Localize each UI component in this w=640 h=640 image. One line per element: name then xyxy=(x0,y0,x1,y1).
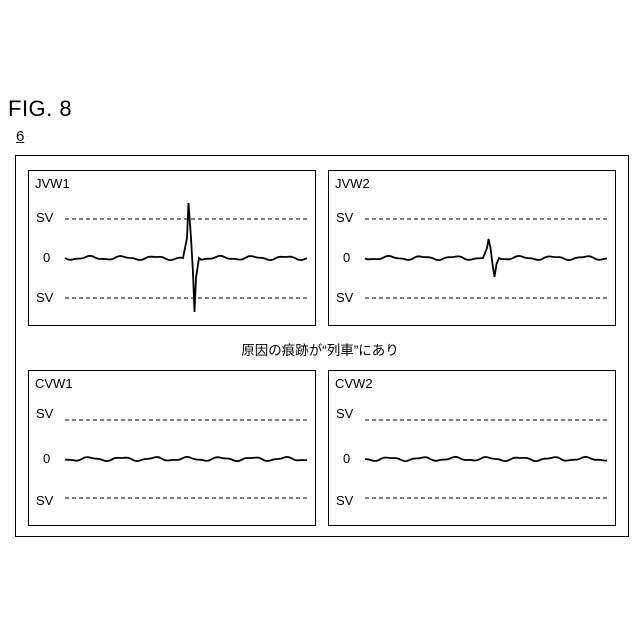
upper-threshold-label: SV xyxy=(336,210,353,225)
waveform-plot-jvw2 xyxy=(329,171,617,327)
lower-threshold-label: SV xyxy=(36,493,53,508)
panel-cvw2: CVW2 SV 0 SV xyxy=(328,370,616,526)
lower-threshold-label: SV xyxy=(36,290,53,305)
lower-threshold-label: SV xyxy=(336,493,353,508)
panel-label: JVW1 xyxy=(35,176,70,191)
lower-threshold-label: SV xyxy=(336,290,353,305)
reference-numeral: 6 xyxy=(16,128,24,145)
zero-label: 0 xyxy=(343,250,350,265)
zero-label: 0 xyxy=(43,250,50,265)
waveform-trace xyxy=(365,239,607,277)
waveform-trace xyxy=(365,457,607,461)
panel-jvw2: JVW2 SV 0 SV xyxy=(328,170,616,326)
waveform-plot-cvw1 xyxy=(29,371,317,527)
upper-threshold-label: SV xyxy=(36,210,53,225)
panel-label: JVW2 xyxy=(335,176,370,191)
panel-jvw1: JVW1 SV 0 SV xyxy=(28,170,316,326)
upper-threshold-label: SV xyxy=(36,406,53,421)
zero-label: 0 xyxy=(43,451,50,466)
upper-threshold-label: SV xyxy=(336,406,353,421)
waveform-plot-cvw2 xyxy=(329,371,617,527)
panel-label: CVW2 xyxy=(335,376,373,391)
waveform-plot-jvw1 xyxy=(29,171,317,327)
waveform-trace xyxy=(65,457,307,461)
status-message: 原因の痕跡が“列車”にあり xyxy=(0,339,640,359)
panel-cvw1: CVW1 SV 0 SV xyxy=(28,370,316,526)
figure-title: FIG. 8 xyxy=(8,96,72,122)
panel-label: CVW1 xyxy=(35,376,73,391)
zero-label: 0 xyxy=(343,451,350,466)
